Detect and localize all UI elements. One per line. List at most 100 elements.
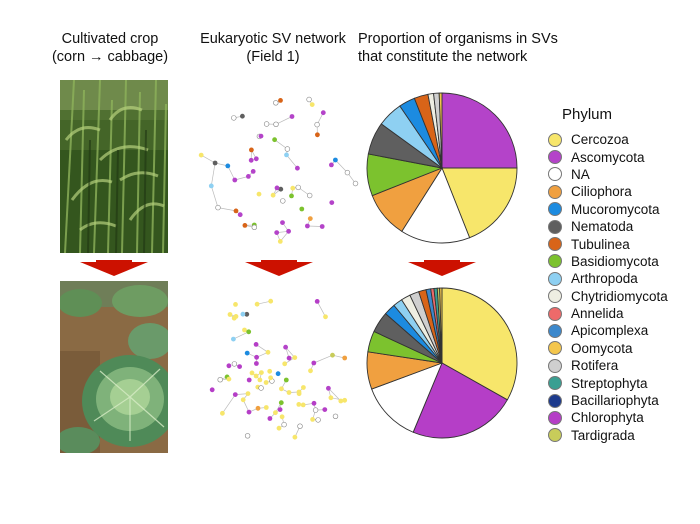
network-edge xyxy=(201,154,216,164)
network-node-basidiomycota xyxy=(272,137,277,143)
network-edge xyxy=(217,207,237,212)
network-node-basidiomycota xyxy=(289,193,294,199)
legend-label: Apicomplexa xyxy=(571,323,649,339)
network-node-mucoromycota xyxy=(225,163,231,169)
crop-header: Cultivated crop (corn → cabbage) xyxy=(40,30,180,66)
legend-swatch xyxy=(548,410,562,425)
network-node-basidiomycota xyxy=(283,377,289,383)
legend-item: Ascomycota xyxy=(548,148,698,165)
network-node-cercozoa xyxy=(308,368,313,374)
network-node-chlorophyta xyxy=(232,392,238,397)
legend-item: Tardigrada xyxy=(548,427,698,444)
network-node-ascomycota xyxy=(305,223,310,229)
down-arrow-icon xyxy=(408,260,476,281)
network-node-tubulinea xyxy=(315,132,320,138)
legend-label: Annelida xyxy=(571,306,624,322)
network-node-chlorophyta xyxy=(277,407,283,412)
network-node-ascomycota xyxy=(274,185,280,191)
pie-slice-na xyxy=(371,362,443,433)
network-node-cercozoa xyxy=(338,398,344,404)
network-node-na xyxy=(314,121,320,128)
cabbage-photo-image xyxy=(60,281,168,453)
network-node-tardigrada xyxy=(330,352,335,358)
network-cabbage xyxy=(209,298,348,440)
network-node-arthropoda xyxy=(208,183,214,189)
network-node-na xyxy=(280,198,286,204)
network-node-arthropoda xyxy=(240,311,246,317)
crop-header-line2: (corn → cabbage) xyxy=(51,49,169,65)
legend-swatch xyxy=(548,376,562,391)
network-node-cercozoa xyxy=(227,312,233,317)
down-arrow-icon xyxy=(245,260,313,281)
network-edge xyxy=(328,388,342,402)
network-node-ascomycota xyxy=(283,344,288,350)
network-node-cercozoa xyxy=(279,386,284,392)
network-node-na xyxy=(332,413,339,420)
network-node-ascomycota xyxy=(274,230,280,236)
network-node-na xyxy=(344,169,351,176)
network-node-na xyxy=(284,146,291,152)
network-node-cercozoa xyxy=(263,380,269,385)
network-node-cercozoa xyxy=(220,410,225,416)
legend-swatch xyxy=(548,393,562,408)
legend-item: Chlorophyta xyxy=(548,409,698,426)
network-node-cercozoa xyxy=(233,302,238,307)
legend-item: Oomycota xyxy=(548,340,698,357)
legend-label: Arthropoda xyxy=(571,271,638,287)
network-node-cercozoa xyxy=(240,397,246,403)
pie-slice-ascomycota xyxy=(441,92,518,169)
network-node-cercozoa xyxy=(253,373,259,379)
network-node-cercozoa xyxy=(300,402,306,408)
network-edge xyxy=(335,159,348,173)
network-node-ascomycota xyxy=(248,157,254,163)
down-arrow-icon xyxy=(80,260,148,281)
network-node-na xyxy=(217,376,223,383)
network-node-cercozoa xyxy=(254,301,260,307)
network-node-na xyxy=(273,100,279,106)
network-node-cercozoa xyxy=(342,397,348,403)
down-arrow-shape xyxy=(408,262,476,276)
network-node-chlorophyta xyxy=(322,407,328,412)
network-header-line2: (Field 1) xyxy=(246,49,300,65)
network-node-cercozoa xyxy=(268,375,273,381)
network-node-cercozoa xyxy=(231,315,237,321)
legend-label: NA xyxy=(571,166,590,182)
down-arrow-stem xyxy=(96,260,132,264)
legend-title: Phylum xyxy=(562,106,613,123)
network-corn xyxy=(198,96,359,244)
legend-swatch xyxy=(548,132,562,147)
corn-photo-image xyxy=(60,80,168,253)
network-node-tubulinea xyxy=(249,147,254,153)
network-node-na xyxy=(231,361,238,367)
network-node-ascomycota xyxy=(326,385,331,391)
network-node-cercozoa xyxy=(279,414,285,420)
network-node-cercozoa xyxy=(296,391,302,397)
network-node-na xyxy=(281,421,287,428)
legend-swatch xyxy=(548,358,562,373)
network-edge xyxy=(275,116,293,125)
network-node-ascomycota xyxy=(250,169,256,174)
network-node-nematoda xyxy=(278,186,284,192)
legend-swatch xyxy=(548,271,562,286)
network-edge xyxy=(307,225,323,227)
network-node-chlorophyta xyxy=(267,416,273,421)
network-node-tubulinea xyxy=(233,208,239,214)
pie-slice-oomycota xyxy=(439,287,443,364)
network-node-tubulinea xyxy=(242,223,248,228)
network-node-cercozoa xyxy=(309,102,315,107)
legend-item: Annelida xyxy=(548,305,698,322)
network-node-chlorophyta xyxy=(311,360,317,366)
network-node-cercozoa xyxy=(301,385,306,390)
network-node-nematoda xyxy=(240,113,245,119)
down-arrow-shape xyxy=(245,262,313,276)
network-node-ascomycota xyxy=(289,114,295,119)
network-node-ciliophora xyxy=(255,405,261,411)
legend-item: Nematoda xyxy=(548,218,698,235)
network-edge xyxy=(227,165,236,181)
network-node-ascomycota xyxy=(246,174,251,179)
legend-item: Rotifera xyxy=(548,357,698,374)
legend-label: Ciliophora xyxy=(571,184,632,200)
network-node-na xyxy=(306,96,312,103)
down-arrow-shape xyxy=(80,262,148,276)
